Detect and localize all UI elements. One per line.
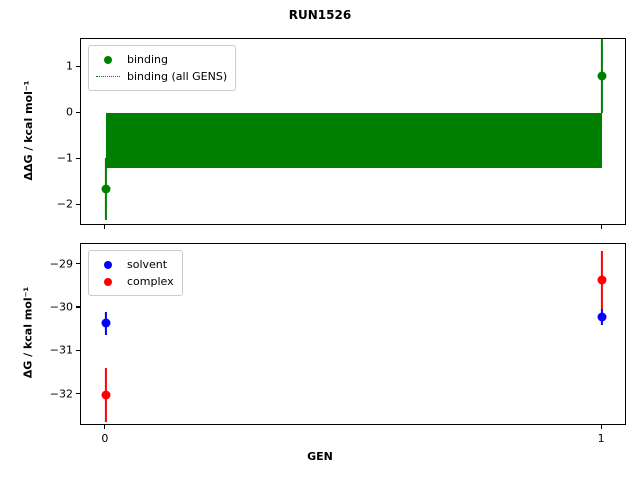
top-y-tick-label: −1	[56, 151, 73, 165]
top-y-tick-mark	[76, 65, 80, 68]
bottom-y-tick-mark	[76, 349, 80, 352]
x-tick-mark	[600, 225, 602, 229]
bottom-panel-y-axis-label: ΔG / kcal mol⁻¹	[21, 286, 35, 379]
legend-entry-complex: complex	[95, 273, 174, 290]
dotted-line-icon	[96, 76, 120, 77]
circle-marker-icon	[104, 260, 112, 269]
x-tick-mark	[104, 425, 106, 429]
top-y-tick-label: 0	[66, 105, 73, 119]
bottom-y-tick-label: −29	[49, 257, 73, 271]
top-y-tick-mark	[76, 203, 80, 205]
x-tick-label: 0	[101, 432, 109, 445]
bottom-y-tick-label: −31	[49, 343, 73, 357]
figure-title: RUN1526	[288, 8, 352, 22]
top-y-tick-mark	[76, 157, 80, 160]
bottom-y-tick-mark	[76, 306, 80, 308]
x-tick-label: 1	[597, 432, 605, 445]
top-panel-plot-area	[81, 39, 625, 224]
circle-marker-icon	[104, 55, 112, 64]
legend-entry-binding-all-gens-: binding (all GENS)	[95, 68, 227, 85]
solvent-data-point	[597, 312, 607, 322]
legend-label: complex	[127, 275, 174, 288]
complex-data-point	[101, 390, 111, 400]
x-tick-mark	[104, 225, 106, 229]
bottom-y-tick-label: −32	[49, 387, 73, 401]
circle-marker-icon	[104, 277, 112, 286]
top-y-tick-label: 1	[66, 59, 73, 73]
bottom-panel-legend: solvent complex	[88, 250, 183, 296]
top-panel-y-axis-label: ΔΔG / kcal mol⁻¹	[21, 80, 35, 181]
binding-all-gens-band	[105, 113, 603, 168]
bottom-y-tick-mark	[76, 393, 80, 395]
legend-label: binding	[127, 53, 169, 66]
top-panel-legend: binding binding (all GENS)	[88, 45, 237, 91]
legend-entry-binding: binding	[95, 51, 227, 68]
bottom-y-tick-label: −30	[49, 300, 73, 314]
solvent-data-point	[101, 318, 111, 328]
x-tick-mark	[600, 425, 602, 429]
top-y-tick-mark	[76, 111, 80, 114]
binding-data-point	[101, 184, 111, 194]
legend-label: binding (all GENS)	[127, 70, 228, 83]
legend-entry-solvent: solvent	[95, 256, 174, 273]
bottom-y-tick-mark	[76, 263, 80, 265]
top-y-tick-label: −2	[56, 197, 73, 211]
bottom-panel-plot-area	[81, 244, 625, 424]
binding-data-point	[597, 71, 607, 81]
complex-data-point	[597, 275, 607, 285]
legend-label: solvent	[127, 258, 168, 271]
x-axis-label: GEN	[307, 450, 333, 463]
